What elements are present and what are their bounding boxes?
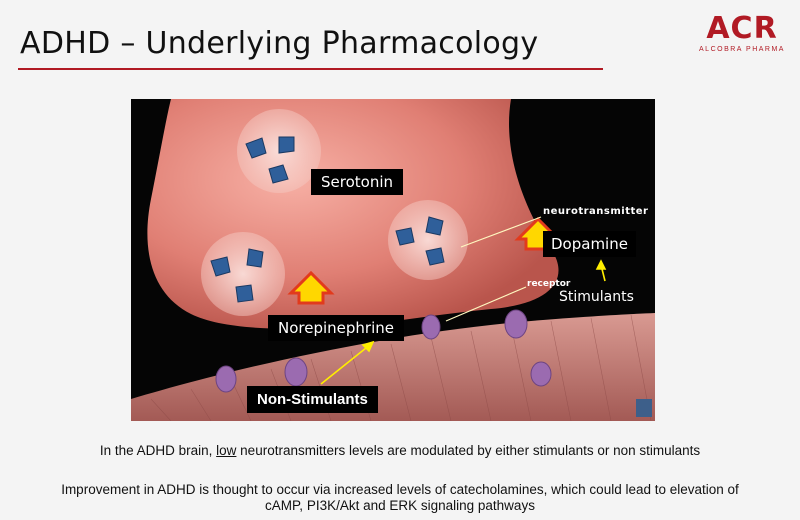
caption-1-underlined: low xyxy=(216,443,237,458)
label-neurotransmitter: neurotransmitter xyxy=(543,206,649,217)
corner-watermark xyxy=(636,399,652,417)
title-underline xyxy=(18,68,603,70)
label-non-stimulants: Non-Stimulants xyxy=(247,386,378,413)
caption-line-1: In the ADHD brain, low neurotransmitters… xyxy=(0,443,800,458)
company-logo: ACR ALCOBRA PHARMA xyxy=(694,14,790,58)
slide-title: ADHD – Underlying Pharmacology xyxy=(20,26,539,61)
vesicle-3 xyxy=(388,200,468,280)
caption-line-2: Improvement in ADHD is thought to occur … xyxy=(61,482,739,513)
receptor-4 xyxy=(504,309,528,339)
synapse-illustration: Serotonin neurotransmitter Dopamine rece… xyxy=(131,99,655,421)
label-receptor: receptor xyxy=(527,279,571,289)
vesicle-2 xyxy=(201,232,285,316)
logo-subtitle: ALCOBRA PHARMA xyxy=(699,46,785,53)
up-arrow-norepinephrine xyxy=(287,270,335,305)
caption-1-before: In the ADHD brain, xyxy=(99,443,217,458)
synapse-drawing xyxy=(131,99,655,421)
label-dopamine: Dopamine xyxy=(543,231,636,257)
receptor-3 xyxy=(421,314,441,340)
label-norepinephrine: Norepinephrine xyxy=(268,315,404,341)
receptor-1 xyxy=(215,365,237,393)
label-serotonin: Serotonin xyxy=(311,169,404,195)
logo-mark: ACR xyxy=(706,11,778,46)
receptor-5 xyxy=(530,361,552,387)
receptor-2 xyxy=(284,357,308,387)
caption-1-after: neurotransmitters levels are modulated b… xyxy=(236,443,701,458)
label-stimulants: Stimulants xyxy=(559,289,634,305)
